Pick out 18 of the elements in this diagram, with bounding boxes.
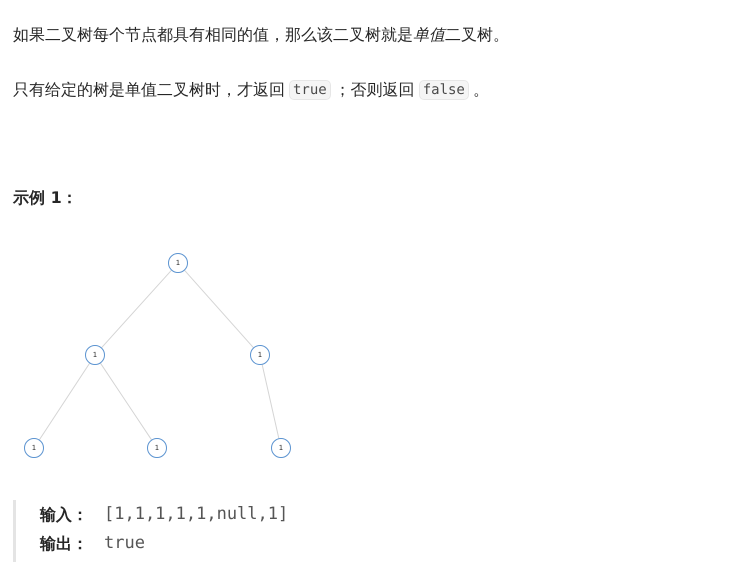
output-value: true bbox=[104, 533, 145, 553]
tree-edge bbox=[38, 362, 90, 440]
paragraph-text: 只有给定的树是单值二叉树时，才返回 bbox=[13, 79, 285, 101]
paragraph-text: 二叉树。 bbox=[445, 24, 509, 46]
output-label: 输出： bbox=[40, 534, 88, 555]
paragraph-text: 。 bbox=[472, 79, 489, 101]
tree-edge bbox=[262, 364, 280, 439]
input-value: [1,1,1,1,1,null,1] bbox=[104, 504, 288, 524]
tree-edge bbox=[100, 362, 152, 440]
paragraph-text: ；否则返回 bbox=[334, 79, 415, 101]
paragraph-text: 如果二叉树每个节点都具有相同的值，那么该二叉树就是 bbox=[13, 24, 413, 46]
tree-edge bbox=[101, 270, 172, 348]
example-heading: 示例 1： bbox=[13, 188, 78, 209]
input-label: 输入： bbox=[40, 505, 88, 526]
code-snippet: true bbox=[289, 80, 331, 100]
emphasized-text: 单值 bbox=[413, 24, 445, 46]
code-snippet: false bbox=[418, 80, 469, 100]
tree-edge bbox=[184, 270, 254, 348]
